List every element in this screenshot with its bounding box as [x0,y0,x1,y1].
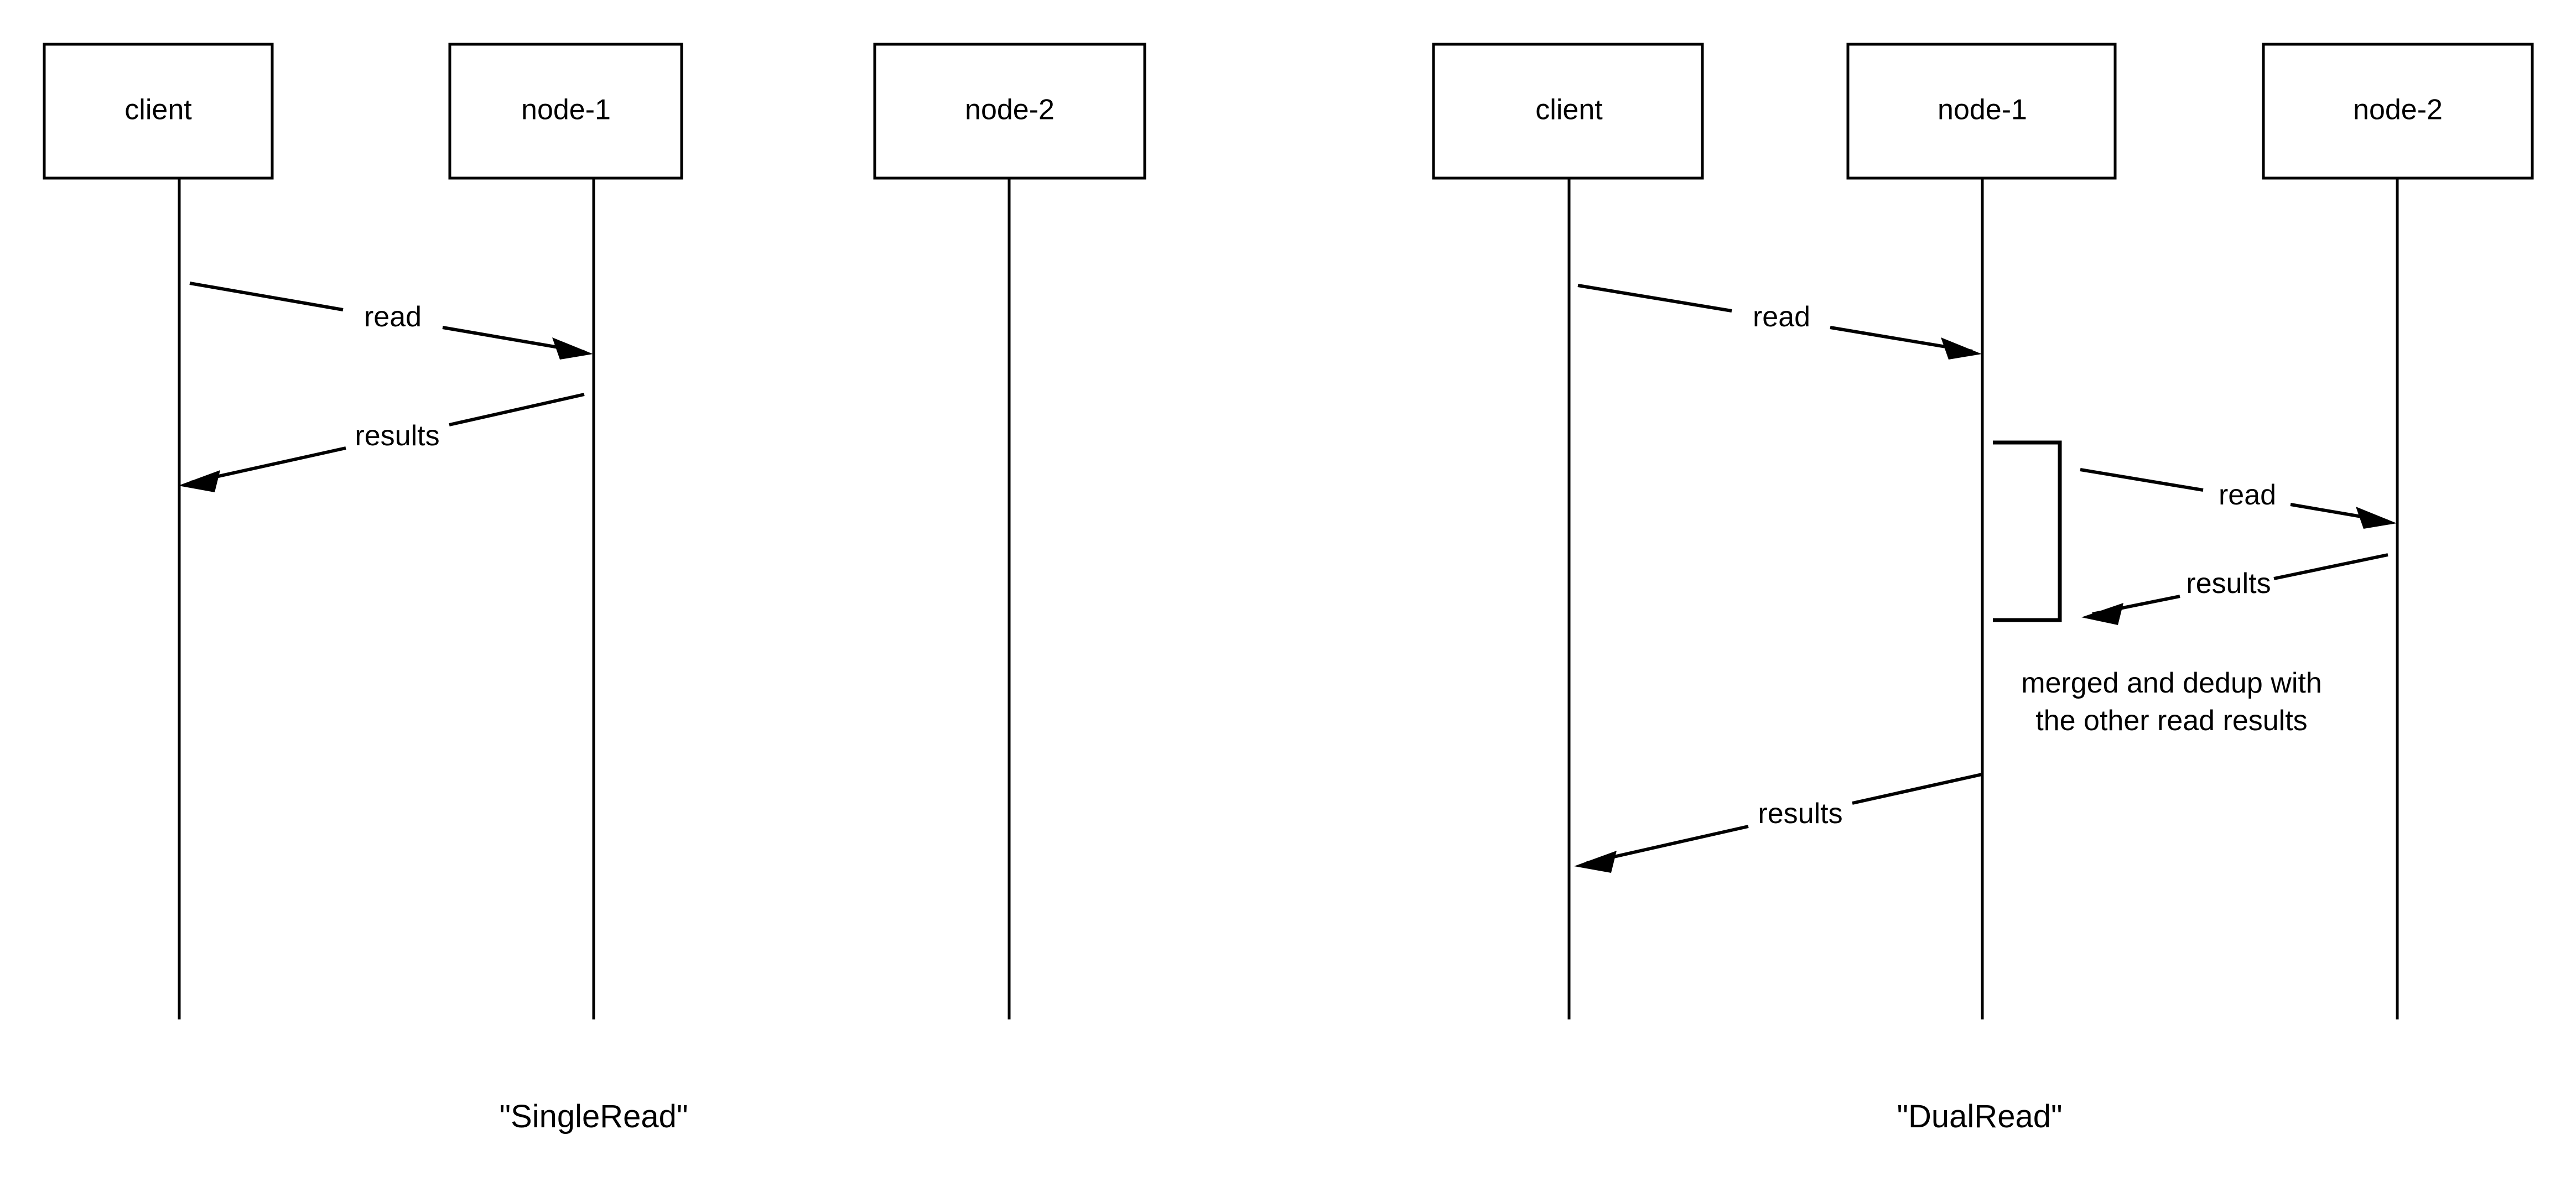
message-label-results-2-right: results [1758,798,1842,830]
message-results-left[interactable]: results [178,393,585,492]
message-results-1-right[interactable]: results [2081,553,2388,625]
message-results-left-segment-a [449,393,585,426]
participant-client-left[interactable]: client [43,43,274,1019]
note-merged-dedup-right: merged and dedup with the other read res… [2021,667,2322,737]
participant-box-node-1-left[interactable] [448,43,683,180]
diagram-caption-single-read: "SingleRead" [499,1099,688,1134]
participant-box-node-2-right[interactable] [2262,43,2534,180]
message-results-2-right[interactable]: results [1574,773,1982,873]
message-read-left-segment-a [189,282,344,311]
arrow-head-results-left [178,470,220,492]
participant-node-2-left[interactable]: node-2 [873,43,1146,1019]
note-line-2: the other read results [2035,705,2307,737]
participant-label-client-right: client [1535,94,1603,126]
participant-box-node-2-left[interactable] [873,43,1146,180]
participant-label-client-left: client [124,94,192,126]
participant-node-1-right[interactable]: node-1 [1846,43,2117,1019]
arrow-head-read-1-right [1941,337,1982,360]
message-label-results-1-right: results [2186,568,2271,600]
participant-box-client-right[interactable] [1432,43,1704,180]
participant-client-right[interactable]: client [1432,43,1704,1019]
participant-label-node-1-left: node-1 [521,94,611,126]
message-read-2-right-segment-a [2080,468,2204,492]
participant-node-1-left[interactable]: node-1 [448,43,683,1019]
diagram-caption-dual-read: "DualRead" [1897,1099,2062,1134]
note-line-1: merged and dedup with [2021,667,2322,699]
participant-label-node-2-right: node-2 [2353,94,2443,126]
arrow-head-read-2-right [2356,507,2397,529]
message-label-results-left: results [355,420,439,452]
arrow-head-results-1-right [2081,603,2123,625]
message-read-2-right[interactable]: read [2080,468,2397,529]
diagram-single-read: client node-1 node-2 read [43,43,1146,1134]
message-results-1-right-segment-a [2273,553,2388,580]
activation-bracket-node-1-right [1993,440,2062,622]
message-label-read-2-right: read [2219,479,2276,511]
message-read-1-right[interactable]: read [1577,284,1982,360]
message-read-1-right-segment-a [1577,284,1732,313]
message-label-read-left: read [364,301,422,333]
participant-label-node-2-left: node-2 [965,94,1055,126]
arrow-head-results-2-right [1574,851,1617,873]
participant-box-client-left[interactable] [43,43,274,180]
arrow-head-read-left [552,337,593,360]
message-results-2-right-segment-a [1852,773,1982,805]
diagram-dual-read: client node-1 node-2 re [1432,43,2534,1134]
participant-box-node-1-right[interactable] [1846,43,2117,180]
message-read-left[interactable]: read [189,282,593,360]
participant-node-2-right[interactable]: node-2 [2262,43,2534,1019]
message-label-read-1-right: read [1753,301,1810,333]
participant-label-node-1-right: node-1 [1938,94,2027,126]
